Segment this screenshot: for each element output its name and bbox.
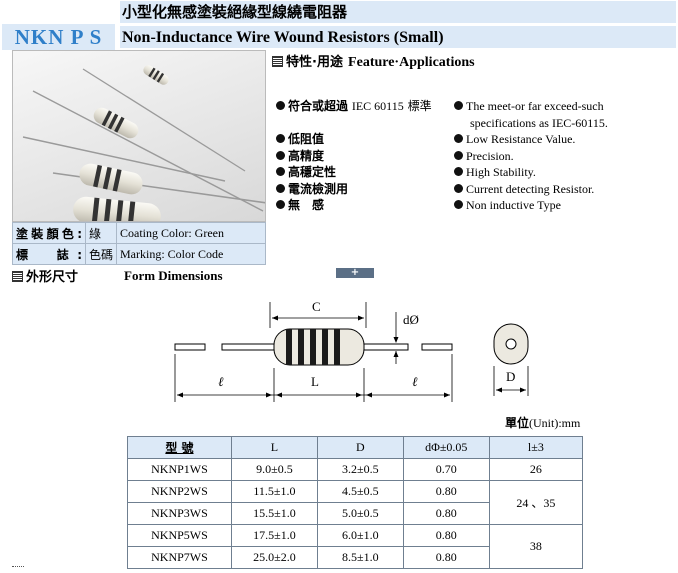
cell-lead-length: 24 、35 xyxy=(488,480,584,525)
cell-lead-diameter: 0.80 xyxy=(402,546,490,569)
dim-label-lead-left: ℓ xyxy=(218,374,224,389)
table-row: 塗裝顏色: 綠 Coating Color: Green xyxy=(12,222,266,244)
coating-marking-table: 塗裝顏色: 綠 Coating Color: Green 標 誌: 色碼 Mar… xyxy=(12,222,266,265)
list-item: Precision. xyxy=(454,148,674,165)
col-header-length: L xyxy=(230,436,318,459)
bullet-icon xyxy=(454,150,463,160)
list-item-continued: specifications as IEC-60115. xyxy=(470,115,608,130)
list-item: Current detecting Resistor. xyxy=(454,181,674,198)
list-item: High Stability. xyxy=(454,164,674,181)
form-dimensions-heading-cn: 外形尺寸 xyxy=(26,270,79,285)
expand-icon[interactable]: + xyxy=(336,268,374,278)
cell-lead-diameter: 0.80 xyxy=(402,524,490,547)
coating-color-value-en: Coating Color: Green xyxy=(116,222,266,244)
coating-color-value-cn: 綠 xyxy=(85,222,117,244)
cell-model: NKNP7WS xyxy=(127,546,232,569)
list-item: 高穩定性 xyxy=(276,164,432,181)
cell-model: NKNP3WS xyxy=(127,502,232,525)
dim-label-c: C xyxy=(312,299,321,314)
cell-model: NKNP1WS xyxy=(127,458,232,481)
cell-diameter: 3.2±0.5 xyxy=(316,458,404,481)
cell-lead-diameter: 0.80 xyxy=(402,480,490,503)
dim-label-diameter: D xyxy=(506,369,515,384)
coating-color-label: 塗裝顏色: xyxy=(12,222,86,244)
col-header-lead-length: l±3 xyxy=(488,436,584,459)
cell-diameter: 5.0±0.5 xyxy=(316,502,404,525)
bullet-icon xyxy=(276,101,285,110)
bullet-icon xyxy=(454,183,463,193)
table-row: NKNP1WS 9.0±0.5 3.2±0.5 0.70 26 xyxy=(127,458,584,481)
section-box-icon xyxy=(272,56,283,67)
features-heading: 特性·用途 Feature·Applications xyxy=(272,51,475,71)
bullet-icon xyxy=(276,200,285,209)
cell-length: 25.0±2.0 xyxy=(230,546,318,569)
cell-length: 17.5±1.0 xyxy=(230,524,318,547)
cell-lead-length: 26 xyxy=(488,458,584,481)
cell-length: 15.5±1.0 xyxy=(230,502,318,525)
cell-length: 11.5±1.0 xyxy=(230,480,318,503)
col-header-lead-diameter: dΦ±0.05 xyxy=(402,436,490,459)
bullet-icon xyxy=(454,167,463,176)
section-box-icon xyxy=(12,271,23,282)
product-photo xyxy=(12,50,266,222)
dim-label-length: L xyxy=(311,374,319,389)
col-header-diameter: D xyxy=(316,436,404,459)
dim-label-lead-diameter: dØ xyxy=(403,312,419,327)
list-item: Non inductive Type xyxy=(454,197,674,214)
cell-lead-diameter: 0.80 xyxy=(402,502,490,525)
table-row: NKNP3WS 15.5±1.0 5.0±0.5 0.80 xyxy=(127,502,583,525)
list-item: 電流檢測用 xyxy=(276,181,432,198)
model-code: NKN P S xyxy=(2,24,115,50)
cell-model: NKNP2WS xyxy=(127,480,232,503)
footer-divider xyxy=(12,566,24,568)
bullet-icon xyxy=(276,150,285,160)
bullet-icon xyxy=(454,200,463,209)
marking-label: 標 誌: xyxy=(12,243,86,265)
bullet-icon xyxy=(276,183,285,193)
page-title-en: Non-Inductance Wire Wound Resistors (Sma… xyxy=(120,26,676,48)
col-header-model: 型 號 xyxy=(127,436,232,459)
table-row: NKNP5WS 17.5±1.0 6.0±1.0 0.80 38 xyxy=(127,524,584,569)
list-item: 低阻值 xyxy=(276,131,432,148)
table-row: NKNP2WS 11.5±1.0 4.5±0.5 0.80 24 、35 xyxy=(127,480,584,525)
list-item: 符合或超過 IEC 60115 標準 xyxy=(276,98,432,115)
table-header-row: 型 號 L D dΦ±0.05 l±3 xyxy=(127,436,584,459)
marking-value-en: Marking: Color Code xyxy=(116,243,266,265)
features-heading-cn: 特性·用途 xyxy=(286,55,343,70)
page-title-cn: 小型化無感塗裝絕緣型線繞電阻器 xyxy=(120,1,676,23)
cell-diameter: 6.0±1.0 xyxy=(316,524,404,547)
table-row: NKNP7WS 25.0±2.0 8.5±1.0 0.80 xyxy=(127,546,583,569)
list-item: 無 感 xyxy=(276,197,432,214)
cell-model: NKNP5WS xyxy=(127,524,232,547)
dimensions-table: 型 號 L D dΦ±0.05 l±3 NKNP1WS 9.0±0.5 3.2±… xyxy=(127,436,584,569)
list-item: Low Resistance Value. xyxy=(454,131,674,148)
features-list-en: The meet-or far exceed-such specificatio… xyxy=(454,98,674,214)
dimension-drawing: C dØ ℓ L ℓ D xyxy=(174,299,529,402)
features-heading-en: Feature·Applications xyxy=(348,55,475,70)
bullet-icon xyxy=(276,134,285,143)
dim-label-lead-right: ℓ xyxy=(412,374,418,389)
table-row: 標 誌: 色碼 Marking: Color Code xyxy=(12,243,266,265)
unit-label: 單位(Unit):mm xyxy=(505,416,581,430)
marking-value-cn: 色碼 xyxy=(85,243,117,265)
cell-length: 9.0±0.5 xyxy=(230,458,318,481)
list-item: The meet-or far exceed-such xyxy=(454,98,674,115)
cell-diameter: 8.5±1.0 xyxy=(316,546,404,569)
features-list-cn: 符合或超過 IEC 60115 標準 低阻值 高精度 高穩定性 電流檢測用 無 … xyxy=(276,98,432,214)
cell-diameter: 4.5±0.5 xyxy=(316,480,404,503)
list-item: 高精度 xyxy=(276,148,432,165)
bullet-icon xyxy=(454,101,463,110)
form-dimensions-heading-en: Form Dimensions xyxy=(124,268,223,283)
resistor-photo-illustration xyxy=(22,65,265,221)
bullet-icon xyxy=(276,167,285,176)
form-dimensions-heading: 外形尺寸 xyxy=(12,266,78,285)
bullet-icon xyxy=(454,134,463,143)
cell-lead-length: 38 xyxy=(488,524,584,569)
cell-lead-diameter: 0.70 xyxy=(402,458,490,481)
